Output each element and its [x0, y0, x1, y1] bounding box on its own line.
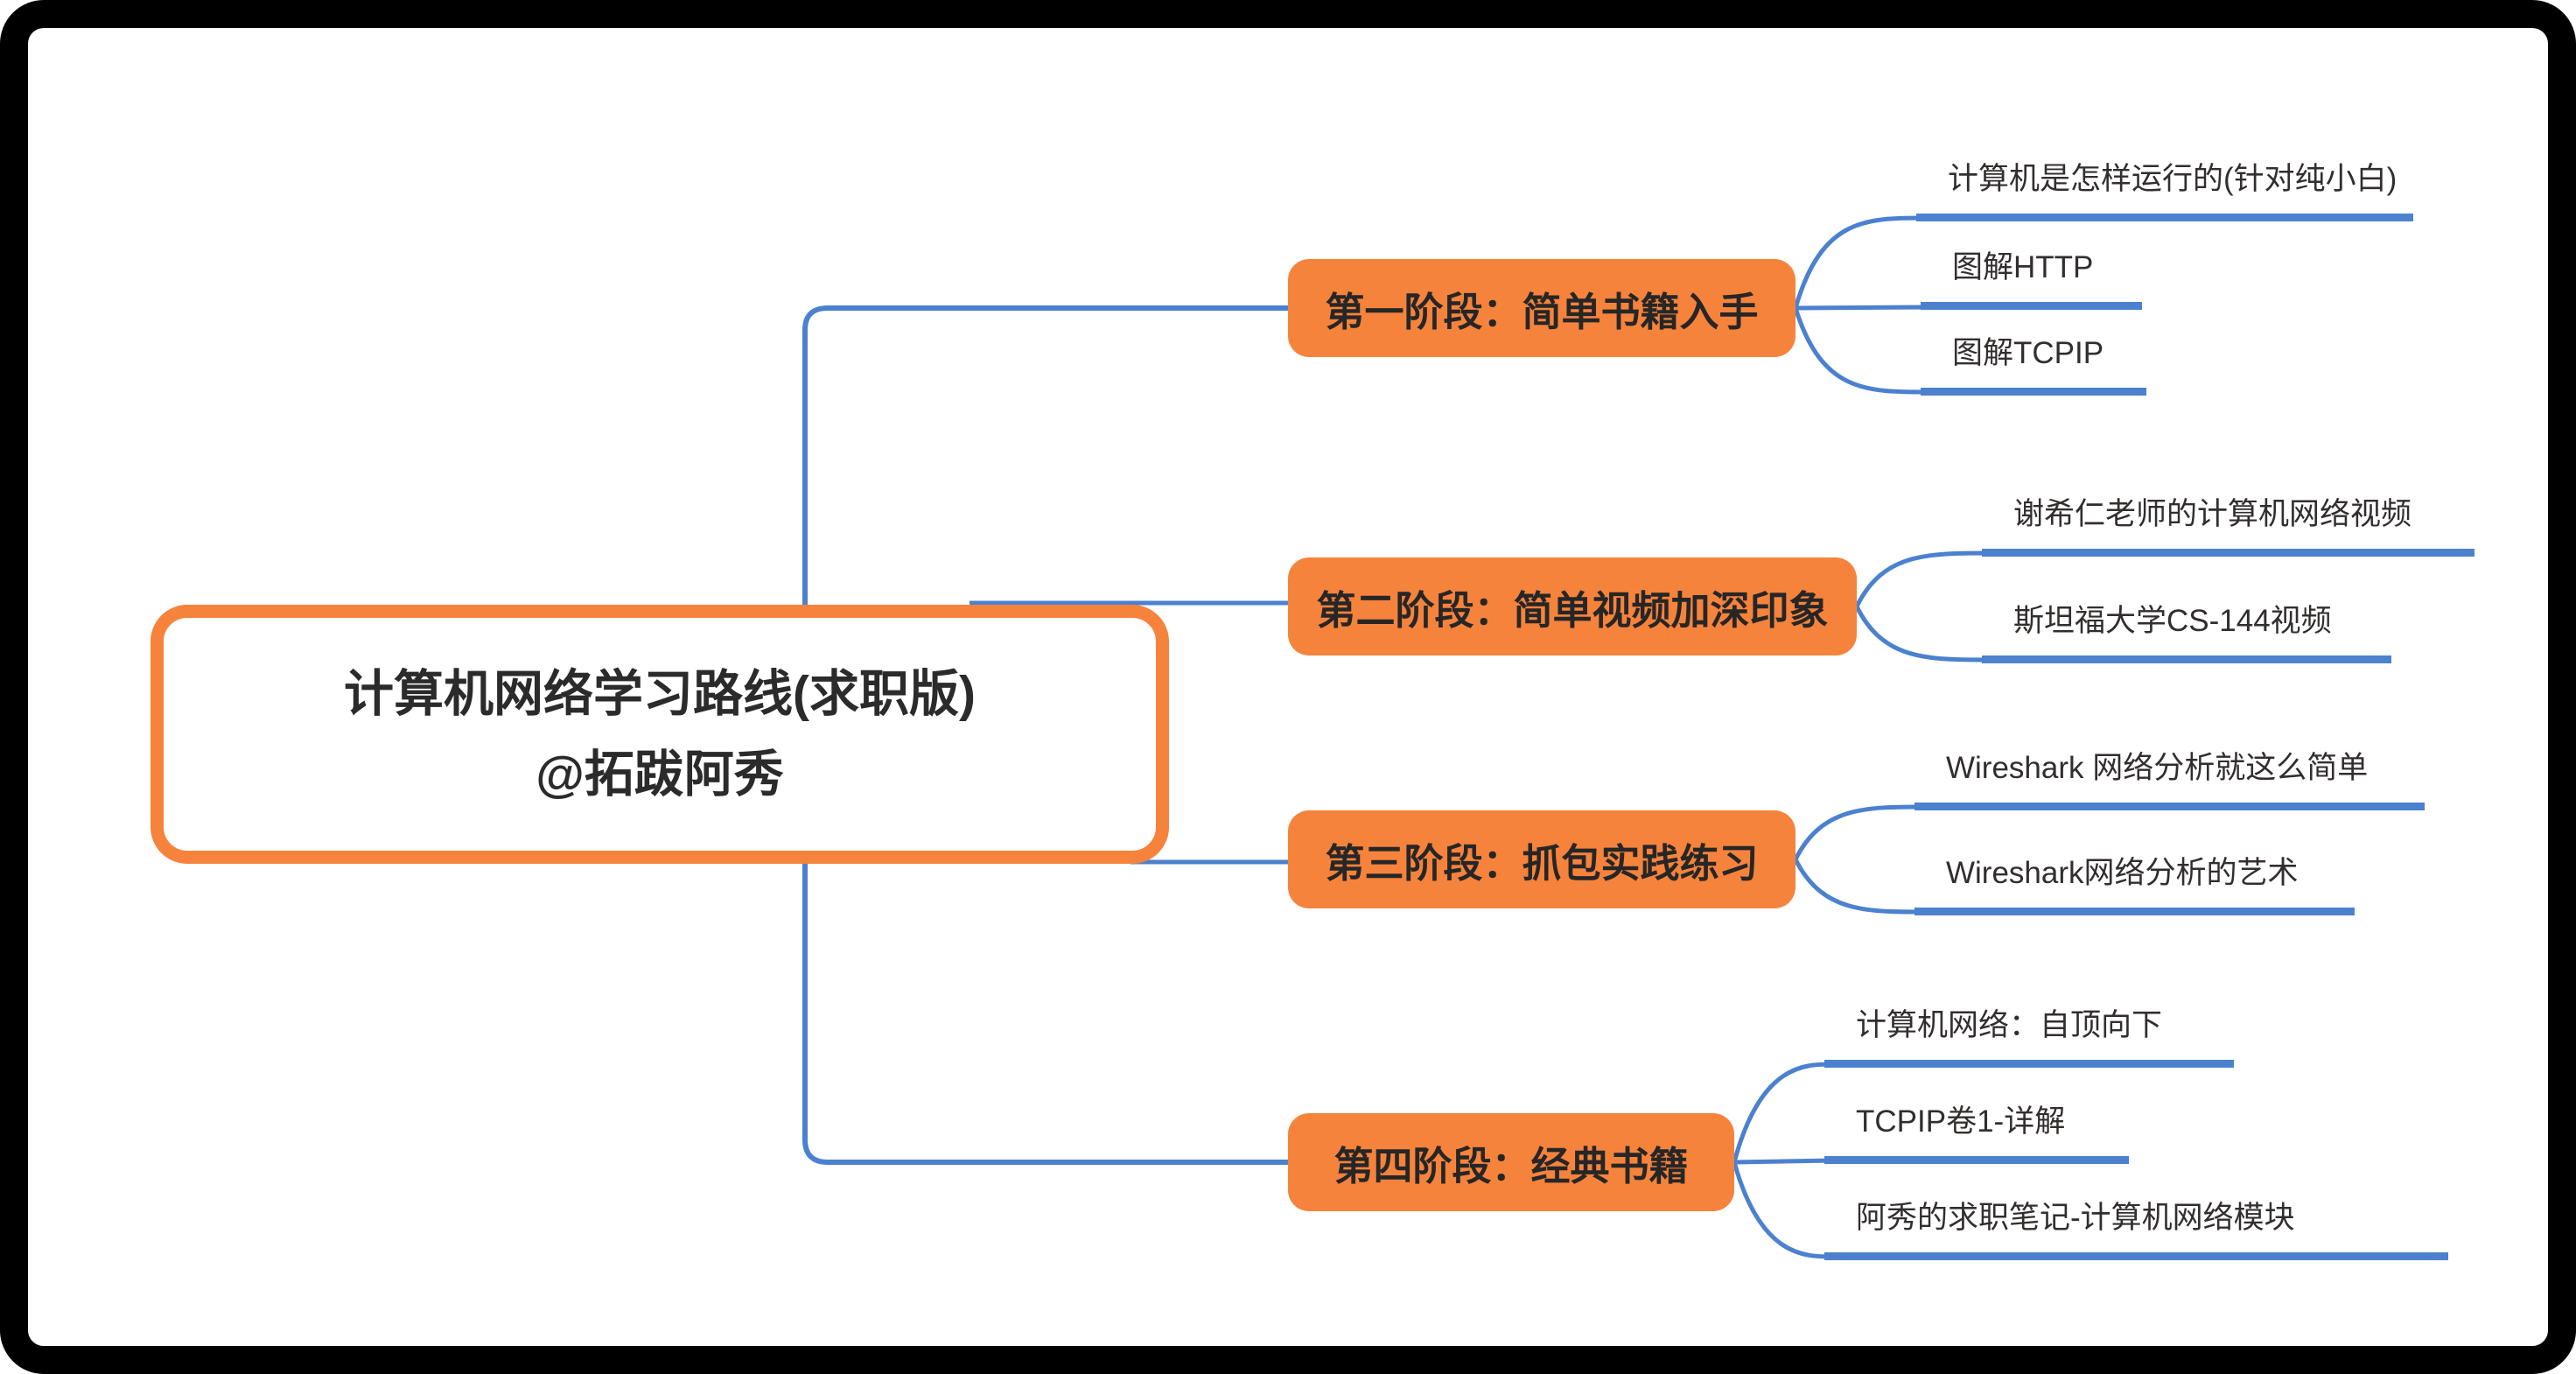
connector-stage4-leaf3	[1732, 1161, 1834, 1259]
connector-stage4-leaf2	[1733, 1158, 1834, 1165]
connector-stage3-leaf2	[1793, 858, 1924, 915]
connector-root-stage1	[802, 305, 1290, 614]
root-title-line2: @拓跋阿秀	[536, 747, 784, 803]
connector-stage3-leaf1	[1793, 804, 1924, 861]
leaf-node-stage1-book1[interactable]: 计算机是怎样运行的(针对纯小白)	[1916, 157, 2413, 221]
leaf-node-stage3-book1[interactable]: Wireshark 网络分析就这么简单	[1914, 746, 2425, 810]
stage-node-4[interactable]: 第四阶段：经典书籍	[1288, 1113, 1734, 1211]
stage-node-1[interactable]: 第一阶段：简单书籍入手	[1288, 259, 1796, 357]
connector-stage1-leaf3	[1793, 307, 1930, 395]
root-node[interactable]: 计算机网络学习路线(求职版) @拓跋阿秀	[150, 605, 1169, 864]
connector-stage1-leaf1	[1793, 215, 1928, 309]
connector-stage2-leaf1	[1854, 550, 1992, 608]
leaf-node-stage4-book1[interactable]: 计算机网络：自顶向下	[1824, 1003, 2234, 1068]
stage-node-3[interactable]: 第三阶段：抓包实践练习	[1288, 810, 1796, 908]
leaf-node-stage1-book2[interactable]: 图解HTTP	[1921, 245, 2142, 310]
connector-stage1-leaf2	[1795, 305, 1930, 311]
connector-root-stage4	[802, 854, 1290, 1165]
leaf-node-stage4-book3[interactable]: 阿秀的求职笔记-计算机网络模块	[1824, 1195, 2448, 1260]
stage-node-2[interactable]: 第二阶段：简单视频加深印象	[1288, 557, 1857, 655]
leaf-node-stage4-book2[interactable]: TCPIP卷1-详解	[1824, 1099, 2129, 1164]
connector-stage2-leaf2	[1854, 605, 1992, 662]
leaf-node-stage1-book3[interactable]: 图解TCPIP	[1921, 331, 2146, 396]
root-title-line1: 计算机网络学习路线(求职版)	[344, 665, 976, 722]
leaf-node-stage2-video1[interactable]: 谢希仁老师的计算机网络视频	[1982, 492, 2474, 557]
connector-stage4-leaf1	[1732, 1062, 1834, 1163]
leaf-node-stage3-book2[interactable]: Wireshark网络分析的艺术	[1914, 851, 2355, 915]
leaf-node-stage2-video2[interactable]: 斯坦福大学CS-144视频	[1982, 599, 2391, 663]
